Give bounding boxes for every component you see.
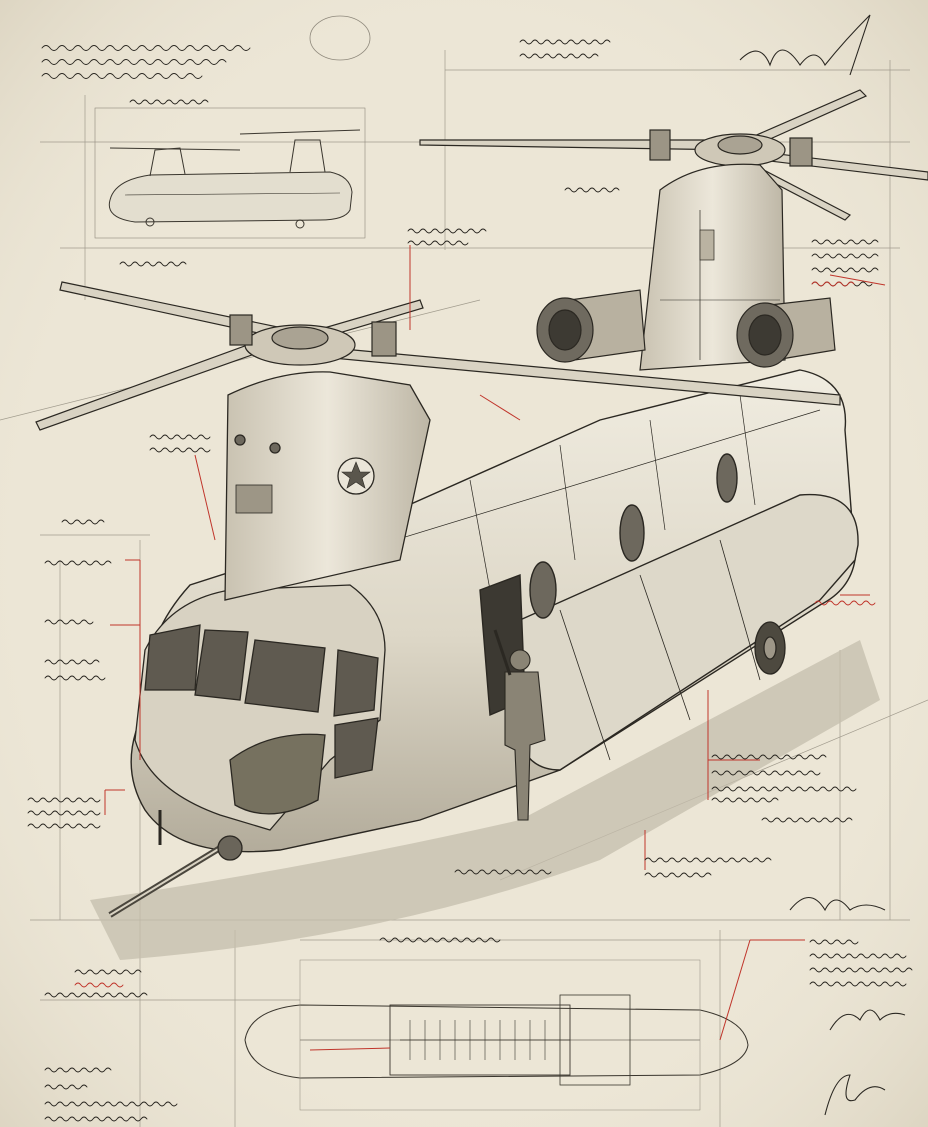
- engine-right: [736, 297, 836, 368]
- annotation-scribbles-red: [74, 281, 876, 988]
- construction-lines: [0, 50, 928, 1127]
- front-rotor: [35, 281, 841, 431]
- signature-top-right: [739, 14, 871, 76]
- annotation-scribbles: [27, 39, 913, 1122]
- signature-mid-right: [789, 896, 886, 912]
- red-leader-lines: [104, 245, 886, 1051]
- signatures: [739, 14, 906, 1116]
- signature-lower-right: [829, 1009, 906, 1031]
- side-view-sketch: [94, 107, 366, 239]
- front-pylon: [224, 371, 431, 601]
- signature-bottom-right: [824, 1074, 886, 1116]
- ground-shadow: [90, 640, 880, 960]
- cockpit: [108, 584, 386, 918]
- engine-left: [536, 289, 646, 363]
- plan-view-sketch: [244, 959, 749, 1111]
- landing-gear: [158, 621, 786, 845]
- circle-sketch: [309, 15, 371, 61]
- crew-figure: [493, 629, 546, 821]
